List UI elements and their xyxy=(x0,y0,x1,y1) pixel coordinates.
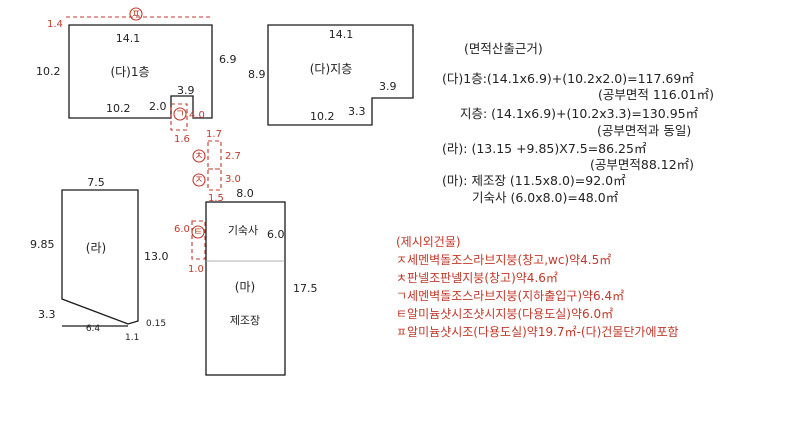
ma-sub-lower: 제조장 xyxy=(230,314,260,327)
annex-giyeok-box xyxy=(170,103,188,131)
building-ra-outline xyxy=(61,189,139,325)
building-da-b-outline xyxy=(267,24,414,126)
giyeok-dim: 4.0 xyxy=(189,110,205,121)
da1f-dim-bottom: 10.2 xyxy=(106,102,131,115)
calc-line-3: 지층: (14.1x6.9)+(10.2x3.3)=130.95㎡ xyxy=(460,106,699,121)
marker-chieut-circle xyxy=(192,149,206,163)
jieut-dim: 3.0 xyxy=(225,174,241,185)
dab-dim-bottom: 10.2 xyxy=(310,110,335,123)
calc-line-5: (라): (13.15 +9.85)X7.5=86.25㎡ xyxy=(442,141,647,156)
ma-dim-upper: 6.0 xyxy=(267,228,285,241)
da1f-dim-step: 2.0 xyxy=(149,100,167,113)
ra-dim-top: 7.5 xyxy=(87,176,105,189)
ra-dim-cut: 3.3 xyxy=(38,308,56,321)
marker-giyeok: ㄱ xyxy=(175,109,184,120)
da1f-dim-step-h: 3.9 xyxy=(177,84,195,97)
jieut-dim-bottom: 1.5 xyxy=(208,193,224,204)
building-da-1f-outline xyxy=(68,24,213,119)
dab-dim-top: 14.1 xyxy=(329,28,354,41)
annex-chieut-box xyxy=(207,140,222,170)
ma-dim-bottom-red: 1.0 xyxy=(188,264,204,275)
da1f-dim-top: 14.1 xyxy=(116,32,141,45)
dab-dim-step: 3.3 xyxy=(348,105,366,118)
ra-dim-left: 9.85 xyxy=(30,238,55,251)
exclusions-title: (제시외건물) xyxy=(396,235,461,249)
dab-label: (다)지층 xyxy=(310,62,352,76)
annex-tieut-box xyxy=(191,220,206,260)
overall-dim-label: 1.4 xyxy=(47,19,63,30)
building-ma-outline xyxy=(205,201,286,376)
da1f-dim-right: 6.9 xyxy=(219,53,237,66)
exclusion-item-chieut: ㅊ판넬조판넬지붕(창고)약4.6㎡ xyxy=(396,271,558,285)
calc-title: (면적산출근거) xyxy=(464,41,543,56)
ma-dim-top: 8.0 xyxy=(236,187,254,200)
ra-dim-small1: 0.15 xyxy=(146,319,166,329)
exclusion-item-giyeok: ㄱ세멘벽돌조스라브지붕(지하출입구)약6.4㎡ xyxy=(396,289,625,303)
marker-tieut: ㅌ xyxy=(193,227,202,238)
marker-pieup: ㅍ xyxy=(131,9,140,20)
ma-dim-left-red: 6.0 xyxy=(174,224,190,235)
calc-line-7: (마): 제조장 (11.5x8.0)=92.0㎡ xyxy=(442,173,626,188)
ma-label: (마) xyxy=(235,280,255,294)
marker-giyeok-circle xyxy=(173,107,187,121)
da1f-label: (다)1층 xyxy=(110,65,149,79)
dab-dim-right: 3.9 xyxy=(379,80,397,93)
exclusion-item-tieut: ㅌ알미늄샷시조샷시지붕(다용도실)약6.0㎡ xyxy=(396,307,614,321)
calc-line-6: (공부면적88.12㎡) xyxy=(590,157,695,172)
marker-chieut: ㅊ xyxy=(194,151,203,162)
exclusion-item-jieut: ㅈ세멘벽돌조스라브지붕(창고,wc)약4.5㎡ xyxy=(396,253,612,267)
marker-tieut-circle xyxy=(191,225,205,239)
da1f-dim-left: 10.2 xyxy=(36,65,61,78)
chieut-dim-top: 1.7 xyxy=(206,129,222,140)
marker-pieup-circle xyxy=(129,7,143,21)
marker-jieut: ㅈ xyxy=(194,175,203,186)
dab-dim-left: 8.9 xyxy=(248,68,266,81)
calc-line-2: (공부면적 116.01㎡) xyxy=(598,87,714,102)
ra-dim-bottom: 6.4 xyxy=(86,324,101,334)
calc-line-8: 기숙사 (6.0x8.0)=48.0㎡ xyxy=(472,190,619,205)
calc-line-1: (다)1층:(14.1x6.9)+(10.2x2.0)=117.69㎡ xyxy=(442,71,694,86)
marker-jieut-circle xyxy=(192,173,206,187)
ma-dim-right: 17.5 xyxy=(293,282,318,295)
ra-dim-small2: 1.1 xyxy=(125,333,139,343)
annex-jieut-box xyxy=(207,168,222,191)
ra-label: (라) xyxy=(86,241,106,255)
calc-line-4: (공부면적과 동일) xyxy=(597,123,692,138)
chieut-dim: 2.7 xyxy=(225,151,241,162)
ra-dim-right: 13.0 xyxy=(144,250,169,263)
ma-sub-upper: 기숙사 xyxy=(228,224,258,237)
giyeok-dim-below: 1.6 xyxy=(174,134,190,145)
exclusion-item-pieup: ㅍ알미늄샷시조(다용도실)약19.7㎡-(다)건물단가에포함 xyxy=(396,325,679,339)
